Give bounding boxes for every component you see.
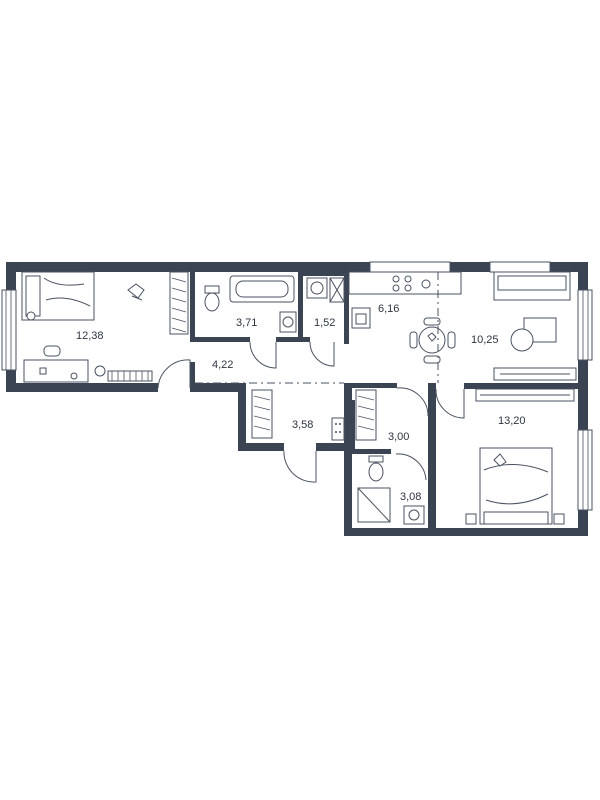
area-label-entry: 3,58 <box>292 419 313 431</box>
area-label-laundry: 1,52 <box>314 317 335 329</box>
living-fixtures <box>493 271 577 381</box>
area-label-closet: 3,00 <box>388 431 409 443</box>
zone-separators <box>195 272 439 384</box>
kitchen-fixtures <box>348 271 462 364</box>
doors <box>157 341 465 483</box>
area-label-living: 10,25 <box>471 334 499 346</box>
bedroom-right-furniture <box>465 388 575 525</box>
bathroom-fixtures <box>204 275 297 333</box>
area-label-shower-room: 3,08 <box>400 491 421 503</box>
shower-room-fixtures <box>357 455 425 525</box>
area-labels: 12,38 3,71 1,52 6,16 10,25 4,22 3,58 3,0… <box>76 303 526 503</box>
hall-fixtures <box>251 389 345 441</box>
laundry-fixtures <box>306 277 345 303</box>
closet-fixtures <box>355 389 377 441</box>
area-label-bedroom-right: 13,20 <box>498 415 526 427</box>
area-label-bedroom-left: 12,38 <box>76 330 104 342</box>
area-label-bathroom: 3,71 <box>236 317 257 329</box>
area-label-kitchen: 6,16 <box>378 303 399 315</box>
area-label-hall: 4,22 <box>212 359 233 371</box>
bedroom-left-furniture <box>21 271 189 383</box>
